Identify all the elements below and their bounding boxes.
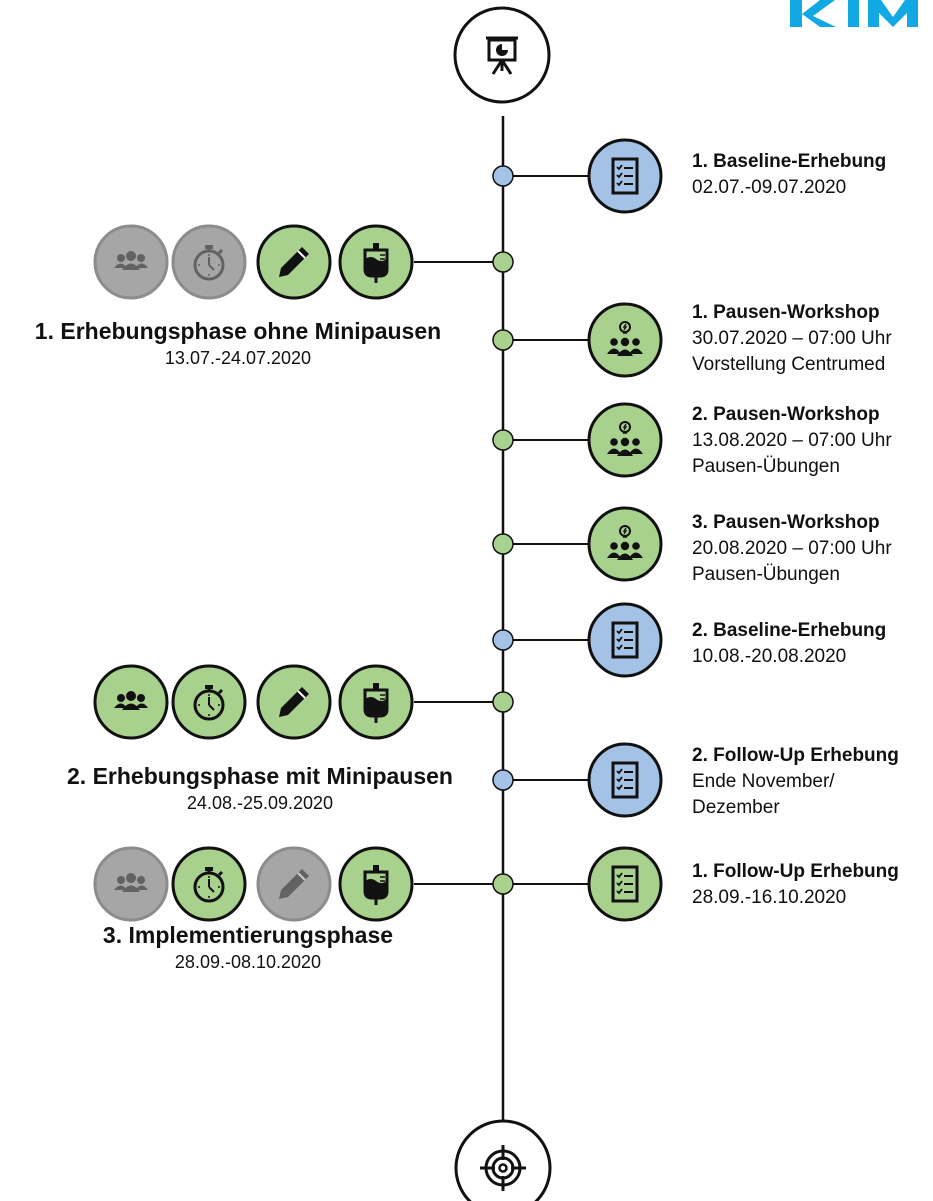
workshop-group-icon [587, 506, 663, 582]
event-detail: Vorstellung Centrumed [692, 354, 886, 375]
event-detail: Pausen-Übungen [692, 456, 840, 477]
phase-dates: 24.08.-25.09.2020 [186, 793, 334, 813]
event-title: 2. Follow-Up Erhebung [692, 745, 899, 766]
event-label-followup-1: 1. Follow-Up Erhebung 28.09.-16.10.2020 [692, 859, 899, 911]
drip-bag-icon [338, 664, 414, 740]
timeline-node [492, 629, 514, 651]
stopwatch-icon [171, 846, 247, 922]
target-icon [454, 1119, 552, 1201]
event-title: 1. Pausen-Workshop [692, 302, 880, 323]
workshop-group-icon [587, 302, 663, 378]
phase-label-2: 2. Erhebungsphase mit Minipausen 24.08.-… [0, 761, 520, 815]
event-title: 2. Pausen-Workshop [692, 404, 880, 425]
stopwatch-icon [171, 664, 247, 740]
phase-title: 2. Erhebungsphase mit Minipausen [67, 763, 453, 789]
phase-label-1: 1. Erhebungsphase ohne Minipausen 13.07.… [0, 316, 476, 370]
event-label-workshop-3: 3. Pausen-Workshop 20.08.2020 – 07:00 Uh… [692, 510, 892, 588]
presentation-board-icon [453, 6, 551, 104]
timeline-node [492, 329, 514, 351]
event-label-followup-2: 2. Follow-Up Erhebung Ende November/ Dez… [692, 743, 899, 821]
timeline-node [492, 165, 514, 187]
event-label-baseline-1: 1. Baseline-Erhebung 02.07.-09.07.2020 [692, 149, 886, 201]
pencil-icon [256, 664, 332, 740]
group-icon [93, 846, 169, 922]
timeline-node [492, 769, 514, 791]
event-detail: 10.08.-20.08.2020 [692, 646, 847, 667]
checklist-icon [587, 742, 663, 818]
group-icon [93, 224, 169, 300]
timeline-node [492, 251, 514, 273]
event-label-workshop-1: 1. Pausen-Workshop 30.07.2020 – 07:00 Uh… [692, 300, 892, 378]
event-detail: Ende November/ [692, 771, 835, 792]
event-detail: 13.08.2020 – 07:00 Uhr [692, 430, 892, 451]
phase-dates: 13.07.-24.07.2020 [164, 348, 312, 368]
event-label-workshop-2: 2. Pausen-Workshop 13.08.2020 – 07:00 Uh… [692, 402, 892, 480]
phase-title: 1. Erhebungsphase ohne Minipausen [34, 318, 442, 344]
timeline-node [492, 429, 514, 451]
checklist-icon [587, 602, 663, 678]
drip-bag-icon [338, 846, 414, 922]
workshop-group-icon [587, 402, 663, 478]
event-title: 3. Pausen-Workshop [692, 512, 880, 533]
pencil-icon [256, 846, 332, 922]
checklist-icon [587, 138, 663, 214]
drip-bag-icon [338, 224, 414, 300]
phase-title: 3. Implementierungsphase [102, 922, 394, 948]
checklist-icon [587, 846, 663, 922]
event-detail: 20.08.2020 – 07:00 Uhr [692, 538, 892, 559]
logo-mark [790, 0, 918, 27]
timeline-node [492, 533, 514, 555]
event-detail: Pausen-Übungen [692, 564, 840, 585]
event-detail: 02.07.-09.07.2020 [692, 177, 847, 198]
phase-label-3: 3. Implementierungsphase 28.09.-08.10.20… [0, 920, 496, 974]
stopwatch-icon [171, 224, 247, 300]
event-title: 2. Baseline-Erhebung [692, 620, 887, 641]
timeline-node [492, 873, 514, 895]
event-detail: 28.09.-16.10.2020 [692, 887, 847, 908]
phase-dates: 28.09.-08.10.2020 [174, 952, 322, 972]
timeline-node [492, 691, 514, 713]
event-title: 1. Baseline-Erhebung [692, 151, 887, 172]
event-detail: 30.07.2020 – 07:00 Uhr [692, 328, 892, 349]
group-icon [93, 664, 169, 740]
pencil-icon [256, 224, 332, 300]
event-label-baseline-2: 2. Baseline-Erhebung 10.08.-20.08.2020 [692, 618, 886, 670]
event-detail: Dezember [692, 797, 780, 818]
event-title: 1. Follow-Up Erhebung [692, 861, 899, 882]
